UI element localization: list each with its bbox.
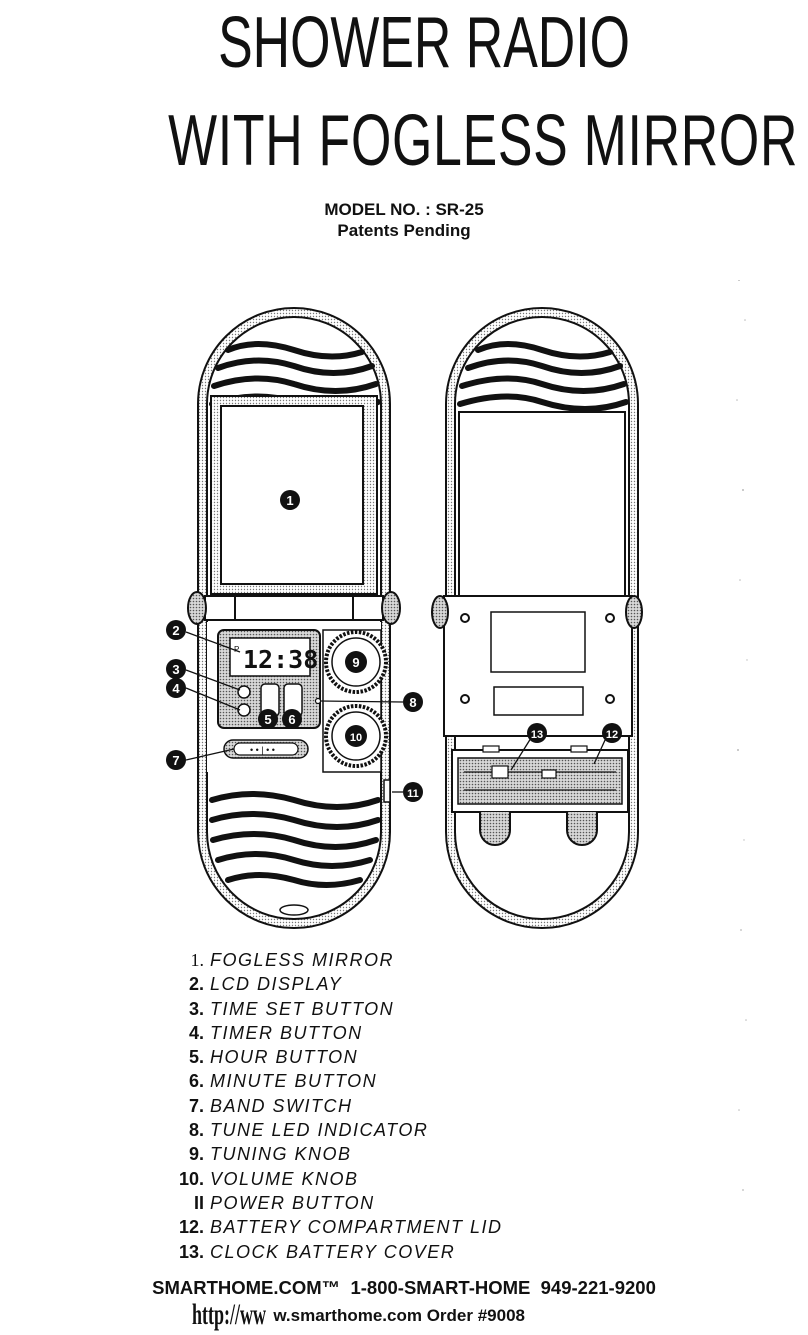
url-rest: w.smarthome.com Order #9008 xyxy=(273,1306,525,1325)
svg-text:10: 10 xyxy=(350,732,362,744)
callout-4: 4 xyxy=(166,678,186,698)
svg-text:2: 2 xyxy=(172,623,179,638)
document-title-line-1: SHOWER RADIO xyxy=(218,3,630,83)
url-prefix: http://ww xyxy=(192,1298,267,1331)
band-switch-marks: • • | • • xyxy=(250,745,275,755)
clock-battery-cover xyxy=(491,765,557,779)
part-name: BAND SWITCH xyxy=(210,1095,353,1116)
svg-text:12: 12 xyxy=(606,729,618,741)
part-name: FOGLESS MIRROR xyxy=(210,950,395,970)
back-view xyxy=(431,307,643,929)
callout-7: 7 xyxy=(166,750,186,770)
part-number: 9. xyxy=(188,1144,204,1165)
list-item: 13. CLOCK BATTERY COVER xyxy=(170,1240,503,1264)
callout-6: 6 xyxy=(282,709,302,729)
part-number: 13. xyxy=(178,1241,204,1262)
part-name: MINUTE BUTTON xyxy=(210,1071,378,1092)
list-item: 12. BATTERY COMPARTMENT LID xyxy=(170,1215,503,1239)
part-number: 1. xyxy=(190,950,205,970)
time-set-button xyxy=(237,685,251,699)
lcd-display xyxy=(229,637,311,677)
power-button xyxy=(383,779,391,803)
part-name: TIME SET BUTTON xyxy=(210,998,395,1019)
part-number: 5. xyxy=(188,1047,204,1068)
footer-website: http://ww w.smarthome.com Order #9008 xyxy=(192,1298,525,1332)
part-name: TUNE LED INDICATOR xyxy=(210,1120,429,1141)
part-name: CLOCK BATTERY COVER xyxy=(210,1241,456,1262)
lcd-mark: P xyxy=(234,645,239,654)
callout-2: 2 xyxy=(166,620,186,640)
part-name: TIMER BUTTON xyxy=(210,1022,363,1043)
patents-pending: Patents Pending xyxy=(337,221,471,240)
part-number: 12. xyxy=(178,1217,204,1238)
callout-5: 5 xyxy=(258,709,278,729)
part-name: TUNING KNOB xyxy=(210,1144,352,1165)
timer-button xyxy=(237,703,251,717)
list-item: II POWER BUTTON xyxy=(170,1191,503,1215)
part-name: LCD DISPLAY xyxy=(210,974,343,995)
list-item: 8. TUNE LED INDICATOR xyxy=(170,1118,503,1142)
tune-led-indicator xyxy=(314,697,322,705)
callout-leaders xyxy=(185,631,607,793)
callout-8: 8 xyxy=(403,692,423,712)
part-number: 4. xyxy=(188,1022,204,1043)
part-number: 2. xyxy=(188,974,204,995)
svg-text:8: 8 xyxy=(409,695,416,710)
callout-11: 11 xyxy=(403,782,423,802)
list-item: 10. VOLUME KNOB xyxy=(170,1167,503,1191)
part-number: 6. xyxy=(188,1071,204,1092)
bottom-speaker-grille xyxy=(209,791,381,888)
svg-text:11: 11 xyxy=(407,788,419,800)
parts-list: 1.FOGLESS MIRROR 2. LCD DISPLAY 3. TIME SE… xyxy=(170,948,503,1264)
scan-noise xyxy=(736,280,748,1191)
callout-9: 9 xyxy=(345,651,367,673)
list-item: 7. BAND SWITCH xyxy=(170,1094,503,1118)
part-name: HOUR BUTTON xyxy=(210,1047,359,1068)
model-number: MODEL NO. : SR-25 xyxy=(324,200,484,219)
front-view: P 12:38 • • | • • xyxy=(187,307,401,929)
part-number: 8. xyxy=(188,1120,204,1141)
callout-13: 13 xyxy=(527,723,547,743)
list-item: 2. LCD DISPLAY xyxy=(170,972,503,996)
svg-text:6: 6 xyxy=(288,712,295,727)
part-number: 3. xyxy=(188,998,204,1019)
list-item: 5. HOUR BUTTON xyxy=(170,1045,503,1069)
part-number: 10. xyxy=(178,1168,204,1189)
list-item: 4. TIMER BUTTON xyxy=(170,1021,503,1045)
svg-text:9: 9 xyxy=(352,655,359,670)
product-diagram: P 12:38 • • | • • xyxy=(166,307,643,929)
callout-12: 12 xyxy=(602,723,622,743)
list-item: 9. TUNING KNOB xyxy=(170,1142,503,1166)
part-number: II xyxy=(193,1192,204,1213)
callout-10: 10 xyxy=(345,725,367,747)
footer-contact: SMARTHOME.COM™ 1-800-SMART-HOME 949-221-… xyxy=(152,1277,656,1298)
list-item: 1.FOGLESS MIRROR xyxy=(170,948,503,972)
list-item: 3. TIME SET BUTTON xyxy=(170,997,503,1021)
list-item: 6. MINUTE BUTTON xyxy=(170,1069,503,1093)
svg-text:4: 4 xyxy=(172,681,180,696)
document-title-line-2: WITH FOGLESS MIRROR xyxy=(168,101,799,181)
part-name: BATTERY COMPARTMENT LID xyxy=(210,1217,503,1238)
callout-badges: 1 2 3 4 5 6 7 8 9 10 11 12 13 xyxy=(166,490,622,802)
svg-text:13: 13 xyxy=(531,729,543,741)
svg-text:5: 5 xyxy=(264,712,271,727)
lcd-time: 12:38 xyxy=(243,645,318,674)
part-name: VOLUME KNOB xyxy=(210,1168,359,1189)
battery-compartment-lid xyxy=(451,745,629,813)
svg-text:1: 1 xyxy=(286,493,293,508)
callout-3: 3 xyxy=(166,659,186,679)
callout-1: 1 xyxy=(280,490,300,510)
svg-text:3: 3 xyxy=(172,662,179,677)
part-number: 7. xyxy=(188,1095,204,1116)
part-name: POWER BUTTON xyxy=(210,1192,375,1213)
svg-text:7: 7 xyxy=(172,753,179,768)
